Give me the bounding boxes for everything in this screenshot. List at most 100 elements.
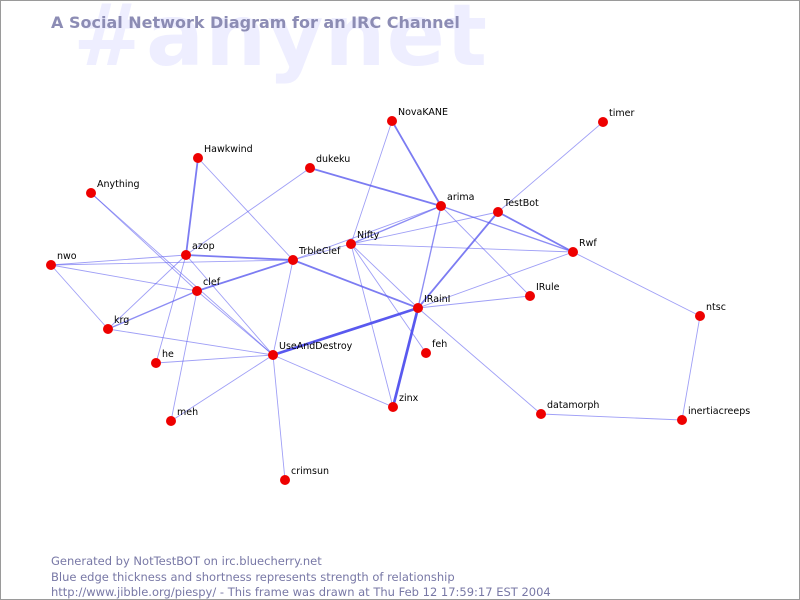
edge-IRainI-zinx <box>391 306 420 409</box>
node-label: zinx <box>399 393 419 404</box>
edge-TestBot-timer <box>497 121 604 213</box>
node-label: Rwf <box>579 238 597 249</box>
node-dot <box>421 348 431 358</box>
node-dot <box>413 303 423 313</box>
node-Anything: Anything <box>86 179 140 198</box>
node-dot <box>192 286 202 296</box>
node-dot <box>280 475 290 485</box>
edge-IRainI-TrbleClef <box>292 259 419 309</box>
node-dot <box>151 358 161 368</box>
node-zinx: zinx <box>388 393 419 412</box>
node-dot <box>695 311 705 321</box>
edge-TrbleClef-UseAndDestroy <box>272 259 294 356</box>
node-dot <box>568 247 578 257</box>
edge-Nifty-NovaKANE <box>350 120 393 245</box>
edge-clef-Anything <box>90 192 198 292</box>
node-label: Anything <box>97 179 140 190</box>
edge-krg-UseAndDestroy <box>107 328 274 356</box>
node-TestBot: TestBot <box>493 198 539 217</box>
edges-layer <box>50 120 701 481</box>
edge-TrbleClef-azop <box>185 254 294 261</box>
edge-ntsc-inertiacreeps <box>681 315 701 421</box>
edge-azop-UseAndDestroy <box>185 254 274 356</box>
edge-UseAndDestroy-zinx <box>272 354 394 408</box>
node-he: he <box>151 349 174 368</box>
node-label: IRule <box>536 282 560 293</box>
edge-arima-Nifty <box>350 205 442 245</box>
node-arima: arima <box>436 192 474 211</box>
edge-datamorph-inertiacreeps <box>540 413 683 421</box>
edge-azop-dukeku <box>185 167 311 256</box>
edge-arima-NovaKANE <box>391 120 442 207</box>
node-label: dukeku <box>316 154 350 165</box>
node-label: Hawkwind <box>204 144 253 155</box>
edge-Nifty-feh <box>350 243 427 354</box>
edge-IRainI-Nifty <box>350 243 419 309</box>
edge-TestBot-Nifty <box>350 211 499 245</box>
edge-IRainI-TestBot <box>417 211 499 309</box>
edge-UseAndDestroy-he <box>155 354 274 364</box>
node-meh: meh <box>166 407 198 426</box>
edge-TrbleClef-nwo <box>50 259 294 266</box>
node-NovaKANE: NovaKANE <box>387 107 448 126</box>
edge-Nifty-zinx <box>350 243 394 408</box>
edge-clef-meh <box>170 290 198 422</box>
diagram-title: A Social Network Diagram for an IRC Chan… <box>51 13 460 32</box>
edge-Rwf-ntsc <box>572 251 701 317</box>
node-label: nwo <box>57 251 77 262</box>
edge-Nifty-Rwf <box>350 243 574 253</box>
node-dot <box>436 201 446 211</box>
edge-IRainI-IRule <box>417 295 531 309</box>
edge-Anything-UseAndDestroy <box>90 192 274 356</box>
node-dot <box>166 416 176 426</box>
node-dot <box>536 409 546 419</box>
node-nwo: nwo <box>46 251 77 270</box>
node-dot <box>387 116 397 126</box>
footer-url-timestamp: http://www.jibble.org/piespy/ - This fra… <box>51 585 551 599</box>
edge-IRainI-arima <box>417 205 442 309</box>
node-label: he <box>162 349 174 360</box>
edge-TestBot-Rwf <box>497 211 574 253</box>
node-dot <box>388 402 398 412</box>
node-timer: timer <box>598 108 634 127</box>
node-label: UseAndDestroy <box>279 341 353 352</box>
edge-azop-Hawkwind <box>185 157 199 256</box>
channel-watermark: #anynet <box>73 0 489 86</box>
node-dukeku: dukeku <box>305 154 350 173</box>
node-Nifty: Nifty <box>346 230 380 249</box>
node-label: inertiacreeps <box>688 406 750 417</box>
node-dot <box>525 291 535 301</box>
node-label: feh <box>432 339 447 350</box>
node-dot <box>103 324 113 334</box>
node-label: meh <box>177 407 198 418</box>
node-Hawkwind: Hawkwind <box>193 144 253 163</box>
node-label: azop <box>192 241 215 252</box>
node-dot <box>86 188 96 198</box>
node-dot <box>346 239 356 249</box>
node-label: TrbleClef <box>298 246 341 257</box>
node-inertiacreeps: inertiacreeps <box>677 406 750 425</box>
edge-IRainI-UseAndDestroy <box>271 306 420 357</box>
edge-clef-UseAndDestroy <box>196 290 274 356</box>
edge-arima-TrbleClef <box>292 205 442 261</box>
edge-azop-nwo <box>50 254 187 266</box>
node-label: NovaKANE <box>398 107 448 118</box>
node-dot <box>46 260 56 270</box>
edge-TrbleClef-Hawkwind <box>197 157 294 261</box>
node-TrbleClef: TrbleClef <box>288 246 341 265</box>
node-label: datamorph <box>547 400 599 411</box>
node-dot <box>493 207 503 217</box>
edge-TrbleClef-Nifty <box>292 243 352 261</box>
footer-legend-note: Blue edge thickness and shortness repres… <box>51 570 455 584</box>
node-feh: feh <box>421 339 447 358</box>
edge-clef-nwo <box>50 264 198 292</box>
footer-generated-by: Generated by NotTestBOT on irc.bluecherr… <box>51 554 322 568</box>
node-IRule: IRule <box>525 282 560 301</box>
node-label: Nifty <box>357 230 380 241</box>
edge-UseAndDestroy-meh <box>170 354 274 422</box>
edge-azop-he <box>155 254 187 364</box>
edge-arima-Rwf <box>440 205 574 253</box>
node-label: TestBot <box>503 198 539 209</box>
